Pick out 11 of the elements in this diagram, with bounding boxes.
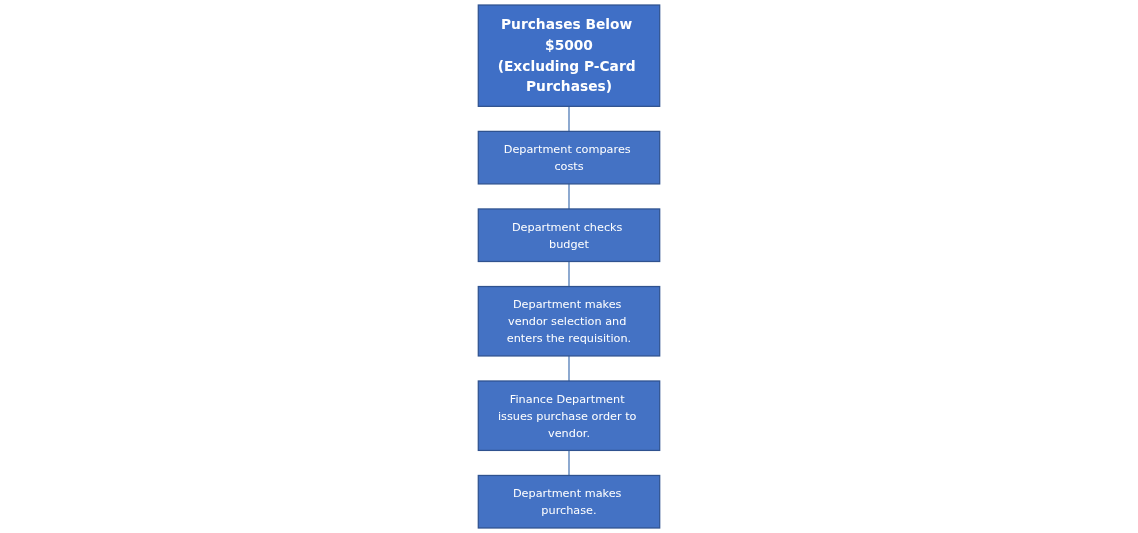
node-box: Department checks budget: [477, 208, 661, 263]
connector: [568, 260, 570, 288]
node-box: Purchases Below $5000 (Excluding P-Card Purchases): [477, 4, 661, 107]
node-box: Finance Department issues purchase order to vendor.: [477, 380, 661, 452]
node-box: Department makes purchase.: [477, 474, 661, 529]
connector: [568, 183, 570, 210]
node-box: Department makes vendor selection and enters the requisition.: [477, 285, 661, 357]
connector: [568, 355, 570, 382]
connector: [568, 105, 570, 132]
node-box: Department compares costs: [477, 130, 661, 185]
connector: [568, 449, 570, 477]
